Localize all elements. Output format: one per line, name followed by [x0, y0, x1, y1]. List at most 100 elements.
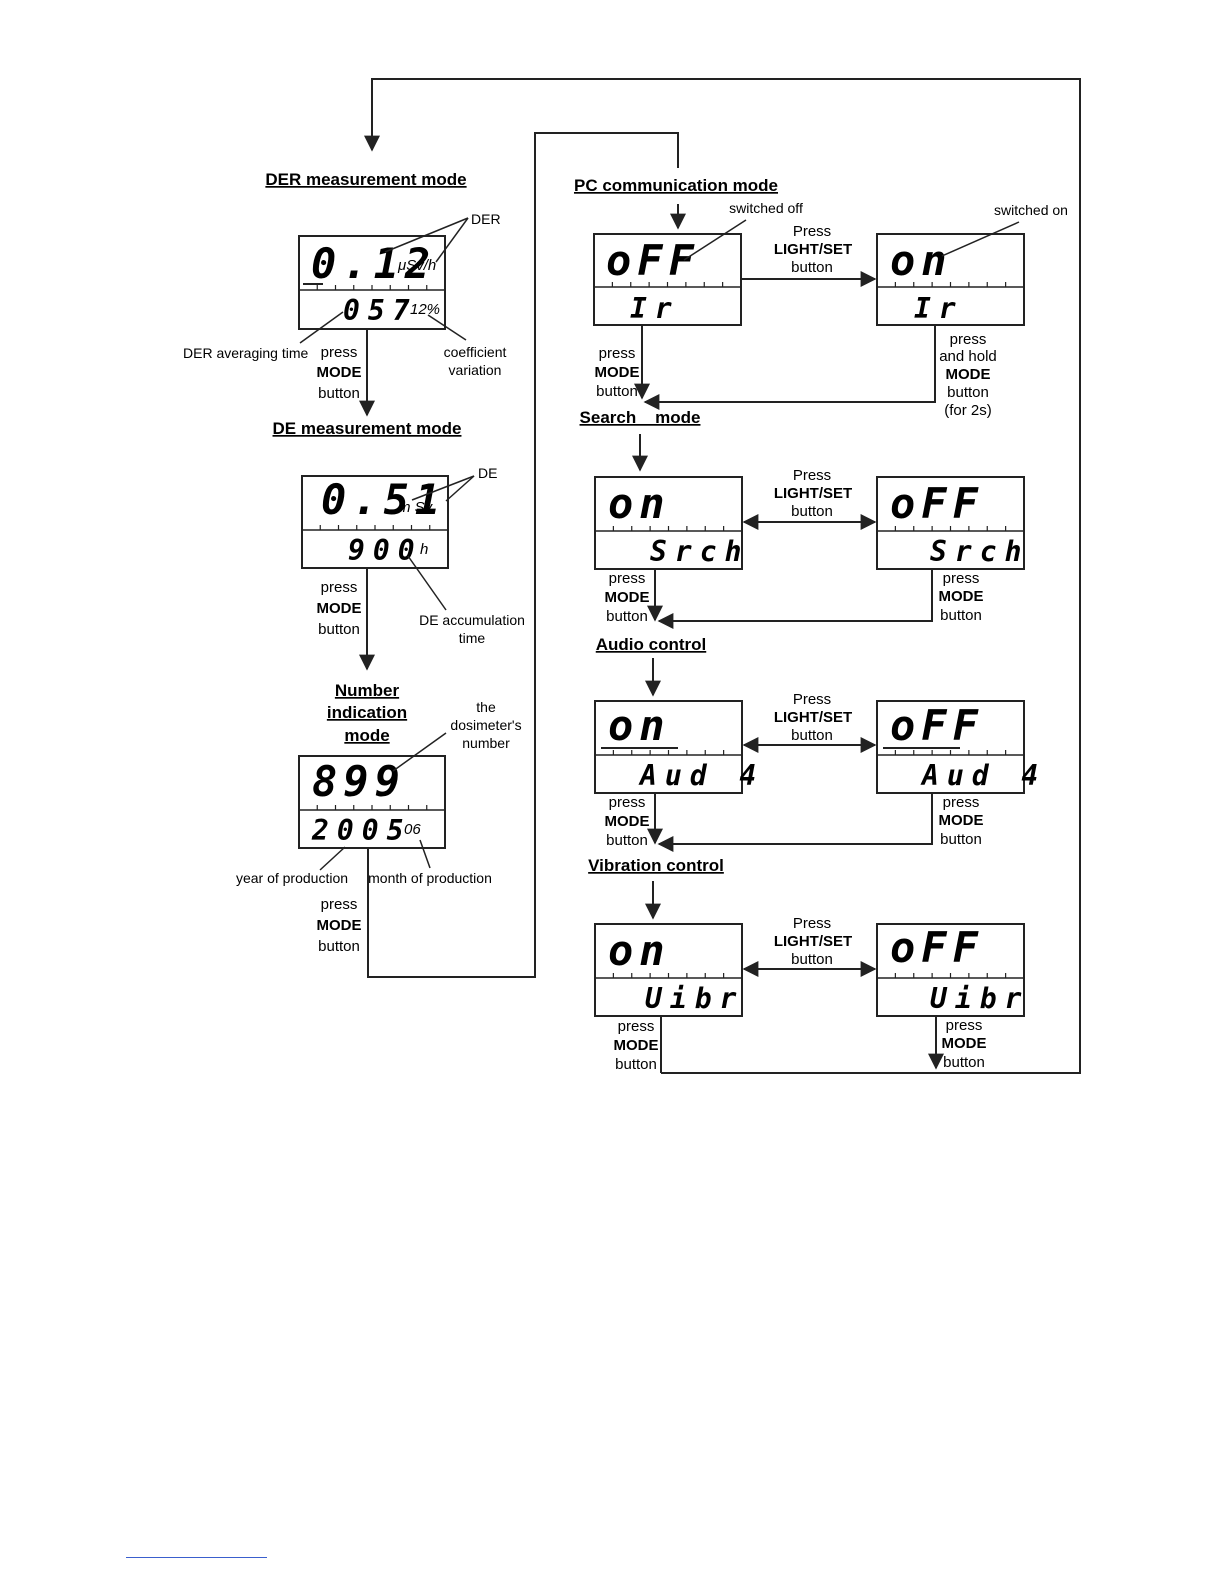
audio-on-sub: Aud 4 — [638, 759, 764, 792]
svg-text:press: press — [599, 345, 636, 362]
svg-text:MODE: MODE — [605, 813, 650, 830]
svg-text:button: button — [606, 608, 648, 625]
svg-text:MODE: MODE — [939, 588, 984, 605]
number-sub-month: 06 — [404, 821, 421, 838]
svg-text:button: button — [947, 384, 989, 401]
switched-off-label: switched off — [729, 200, 803, 216]
svg-text:press: press — [943, 570, 980, 587]
search-on-main: on — [608, 479, 671, 528]
svg-text:button: button — [318, 385, 360, 402]
de-label: DE — [478, 465, 497, 481]
dosimeter-label-1: the — [476, 699, 496, 715]
svg-text:LIGHT/SET: LIGHT/SET — [774, 709, 852, 726]
dosimeter-label-2: dosimeter's — [450, 717, 521, 733]
de-accumulation-label-1: DE accumulation — [419, 612, 525, 628]
svg-text:press: press — [618, 1018, 655, 1035]
svg-text:(for 2s): (for 2s) — [944, 402, 992, 419]
svg-text:and hold: and hold — [939, 348, 997, 365]
coefficient-label-2: variation — [449, 362, 502, 378]
svg-text:Press: Press — [793, 915, 831, 932]
number-main-value: 899 — [312, 757, 406, 806]
svg-text:button: button — [791, 503, 833, 520]
der-main-value: 0.12 — [311, 239, 436, 288]
search-mode-title: Search mode — [580, 408, 701, 427]
svg-text:press: press — [321, 344, 358, 361]
audio-off-sub: Aud 4 — [920, 759, 1046, 792]
svg-text:MODE: MODE — [605, 589, 650, 606]
search-off-display: oFF Srch — [876, 476, 1025, 570]
vibration-control-title: Vibration control — [588, 856, 724, 875]
svg-text:MODE: MODE — [317, 364, 362, 381]
number-mode-title-1: Number — [335, 681, 400, 700]
number-sub-year: 2005 — [311, 814, 411, 847]
footnote-separator-link — [126, 1557, 267, 1558]
vibration-off-main: oFF — [890, 923, 984, 972]
de-main-value: 0.51 — [321, 475, 446, 524]
audio-control-title: Audio control — [596, 635, 706, 654]
svg-text:button: button — [596, 383, 638, 400]
svg-text:press: press — [943, 794, 980, 811]
svg-text:MODE: MODE — [939, 812, 984, 829]
svg-text:press: press — [321, 896, 358, 913]
svg-text:press: press — [609, 570, 646, 587]
number-mode-title-3: mode — [344, 726, 389, 745]
der-sub-percent: 12% — [410, 301, 440, 318]
connector-number-to-pc — [367, 132, 679, 978]
svg-text:Press: Press — [793, 467, 831, 484]
de-unit: m Sv — [398, 499, 434, 516]
de-mode-title: DE measurement mode — [273, 419, 462, 438]
dosimeter-label-3: number — [462, 735, 510, 751]
loop-connector-top — [364, 78, 1081, 1074]
svg-text:LIGHT/SET: LIGHT/SET — [774, 241, 852, 258]
svg-text:Press: Press — [793, 691, 831, 708]
switched-on-label: switched on — [994, 202, 1068, 218]
svg-text:Press: Press — [793, 223, 831, 240]
number-display: 899 2005 06 — [298, 755, 446, 849]
de-accumulation-label-2: time — [459, 630, 486, 646]
audio-on-display: on Aud 4 — [594, 700, 764, 794]
pc-mode-title: PC communication mode — [574, 176, 778, 195]
der-averaging-time-label: DER averaging time — [183, 345, 308, 361]
pc-on-display: on Ir — [876, 233, 1025, 326]
month-of-production-label: month of production — [368, 870, 492, 886]
svg-text:button: button — [791, 951, 833, 968]
de-sub-unit: h — [420, 541, 428, 558]
de-sub-value: 900 — [348, 534, 423, 567]
svg-text:press: press — [946, 1017, 983, 1034]
svg-text:press: press — [609, 794, 646, 811]
vibration-off-display: oFF Uibr — [876, 923, 1029, 1017]
coefficient-label-1: coefficient — [444, 344, 507, 360]
svg-text:press: press — [950, 331, 987, 348]
audio-off-main: oFF — [890, 701, 984, 750]
number-mode-title-2: indication — [327, 703, 407, 722]
audio-off-display: oFF Aud 4 — [876, 700, 1046, 794]
search-on-sub: Srch — [650, 535, 749, 568]
svg-text:button: button — [606, 832, 648, 849]
search-off-main: oFF — [890, 479, 984, 528]
pc-off-sub: Ir — [630, 292, 680, 325]
svg-text:MODE: MODE — [317, 917, 362, 934]
der-label: DER — [471, 211, 501, 227]
vibration-off-sub: Uibr — [930, 982, 1029, 1015]
svg-text:LIGHT/SET: LIGHT/SET — [774, 485, 852, 502]
der-display: 0.12 μSv/h 057 12% — [298, 235, 446, 330]
vibration-on-sub: Uibr — [645, 982, 744, 1015]
svg-text:button: button — [940, 831, 982, 848]
svg-text:MODE: MODE — [946, 366, 991, 383]
svg-text:button: button — [615, 1056, 657, 1073]
svg-text:button: button — [318, 621, 360, 638]
svg-text:press: press — [321, 579, 358, 596]
svg-text:button: button — [318, 938, 360, 955]
svg-text:MODE: MODE — [942, 1035, 987, 1052]
search-on-display: on Srch — [594, 476, 749, 570]
pc-off-display: oFF Ir — [593, 233, 742, 326]
pc-on-sub: Ir — [914, 292, 964, 325]
pc-on-main: on — [890, 236, 953, 285]
pc-off-main: oFF — [606, 236, 700, 285]
vibration-on-main: on — [608, 926, 671, 975]
svg-text:MODE: MODE — [317, 600, 362, 617]
svg-text:button: button — [943, 1054, 985, 1071]
de-display: 0.51 m Sv 900 h — [301, 475, 449, 569]
svg-text:MODE: MODE — [614, 1037, 659, 1054]
